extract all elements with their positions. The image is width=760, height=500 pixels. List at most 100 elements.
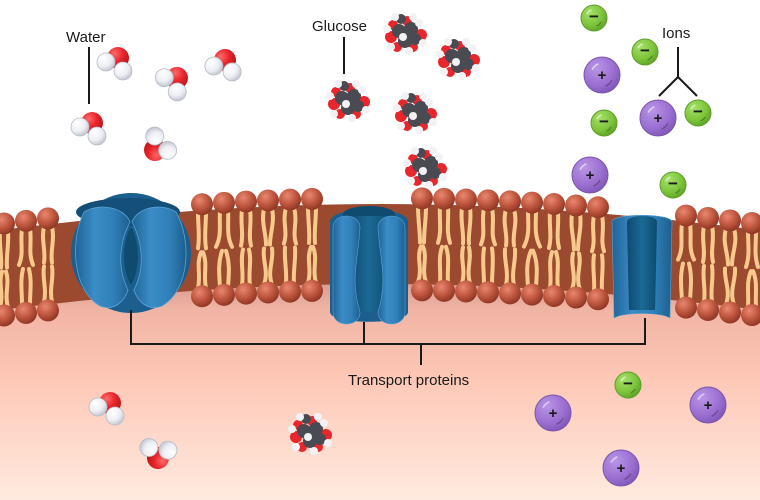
plus-sign-icon: + xyxy=(654,110,663,127)
ion-body xyxy=(614,371,642,399)
lipid-tail xyxy=(751,269,758,310)
atom xyxy=(320,419,328,427)
phospholipid-head xyxy=(521,283,543,306)
hydrogen-atom xyxy=(88,397,108,417)
ion-shadow xyxy=(596,21,602,27)
water-molecule xyxy=(88,392,125,426)
ion-body xyxy=(639,99,677,137)
ion-highlight xyxy=(697,393,705,400)
lipid-tail xyxy=(196,250,203,291)
phospholipid-head xyxy=(213,191,235,214)
atom xyxy=(330,110,338,118)
phospholipid-head xyxy=(15,209,37,232)
phospholipid-head xyxy=(191,193,213,216)
phospholipid-head xyxy=(301,279,323,302)
atom xyxy=(352,100,364,112)
hydrogen-atom xyxy=(96,52,116,72)
lipid-tail xyxy=(555,209,561,250)
lipid-tail xyxy=(201,250,208,291)
lipid-tail xyxy=(196,210,201,251)
phospholipid-head xyxy=(0,304,15,327)
phospholipid-head xyxy=(191,285,213,308)
plus-sign-icon: + xyxy=(704,397,713,414)
atom xyxy=(383,25,391,33)
hydrogen-atom xyxy=(222,62,242,82)
atom xyxy=(415,126,423,134)
atom xyxy=(314,433,326,445)
atom xyxy=(419,92,427,100)
water-label: Water xyxy=(66,29,105,46)
atom xyxy=(439,173,447,181)
ion-body xyxy=(571,156,609,194)
ion-highlight xyxy=(647,106,655,113)
phospholipid-head xyxy=(741,212,760,235)
ion-body xyxy=(580,4,608,32)
lipid-tail xyxy=(268,246,275,287)
atom xyxy=(326,92,334,100)
lipid-tail xyxy=(511,207,518,248)
lipid-tail xyxy=(0,229,4,270)
atom xyxy=(419,167,427,175)
lipid-tail xyxy=(261,206,268,247)
atom xyxy=(472,64,480,72)
phospholipid-head xyxy=(565,194,587,217)
ion-body xyxy=(684,99,712,127)
ion-body xyxy=(534,394,572,432)
atom xyxy=(440,68,448,76)
lipid-tail xyxy=(17,226,24,267)
atom xyxy=(415,19,423,27)
negative-ion: − xyxy=(590,109,618,137)
lipid-tail xyxy=(444,244,451,285)
phospholipid-head xyxy=(433,187,455,210)
atom xyxy=(342,100,350,108)
phospholipid-head xyxy=(697,298,719,321)
phospholipid-head xyxy=(587,196,609,219)
phospholipid-head xyxy=(213,283,235,306)
phospholipid-head xyxy=(719,301,741,324)
atom xyxy=(362,106,370,114)
atom xyxy=(292,443,300,451)
phospholipid-head xyxy=(279,280,301,303)
lipid-tail xyxy=(4,229,11,270)
phospholipid-head xyxy=(433,279,455,302)
lipid-tail xyxy=(459,205,466,246)
phospholipid-head xyxy=(521,191,543,214)
ion-shadow xyxy=(661,123,669,130)
atom xyxy=(296,413,304,421)
ion-highlight xyxy=(665,176,671,182)
ion-body xyxy=(659,171,687,199)
atom xyxy=(397,122,405,130)
lipid-tail xyxy=(41,264,47,305)
lipid-tail xyxy=(753,229,760,270)
ion-body xyxy=(590,109,618,137)
ion-body xyxy=(583,56,621,94)
phospholipid-head xyxy=(411,279,433,302)
lipid-tail xyxy=(217,248,224,289)
ion-highlight xyxy=(579,163,587,170)
lipid-tail xyxy=(49,264,55,305)
ion-shadow xyxy=(605,80,613,87)
atom xyxy=(310,447,318,455)
atom xyxy=(358,86,366,94)
phospholipid-head xyxy=(0,212,15,235)
positive-ion: + xyxy=(534,394,572,432)
lipid-tail xyxy=(709,263,715,304)
phospholipid-head xyxy=(257,281,279,304)
lipid-tail xyxy=(268,206,275,247)
phospholipid-head xyxy=(301,187,323,210)
ion-shadow xyxy=(606,126,612,132)
positive-ion: + xyxy=(639,99,677,137)
ion-shadow xyxy=(624,473,632,480)
phospholipid-head xyxy=(15,301,37,324)
hydrogen-atom xyxy=(154,68,174,88)
lipid-tail xyxy=(422,204,428,245)
phospholipid-head xyxy=(411,187,433,210)
lipid-tail xyxy=(306,204,312,245)
water-molecule xyxy=(139,438,178,469)
negative-ion: − xyxy=(631,38,659,66)
atom xyxy=(468,44,476,52)
atom xyxy=(352,80,360,88)
ion-body xyxy=(689,386,727,424)
atom xyxy=(425,181,433,189)
